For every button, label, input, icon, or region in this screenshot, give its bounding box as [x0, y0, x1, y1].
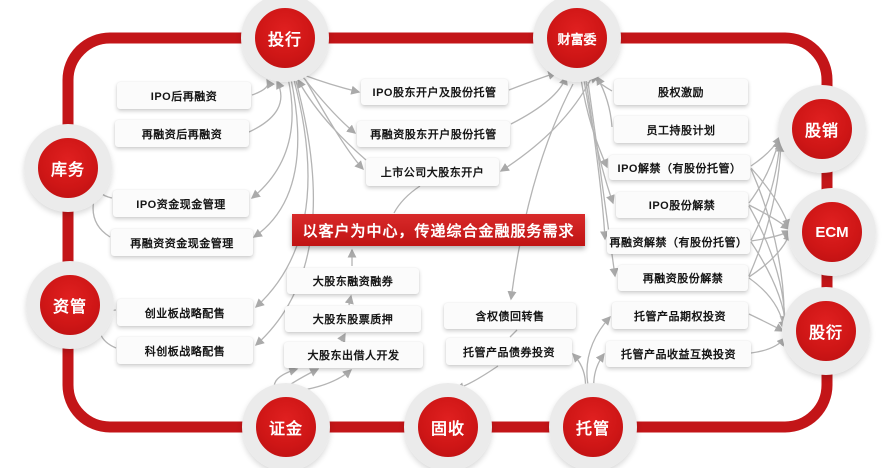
service-box: IPO股份解禁: [616, 192, 748, 218]
service-box: IPO解禁（有股份托管）: [609, 155, 750, 180]
node-custody: 托管: [549, 383, 637, 468]
service-box: 大股东股票质押: [285, 306, 421, 332]
node-ecm: ECM: [788, 188, 876, 276]
service-box: IPO股东开户及股份托管: [361, 79, 508, 105]
service-box: 创业板战略配售: [117, 299, 253, 326]
service-box: 上市公司大股东开户: [366, 158, 499, 186]
service-box: 含权债回转售: [444, 303, 576, 329]
service-box: 再融资后再融资: [115, 120, 249, 147]
service-box: 托管产品期权投资: [612, 302, 748, 329]
connector-arrows: [89, 70, 792, 393]
service-box: 大股东出借人开发: [284, 342, 423, 368]
service-box: 托管产品收益互换投资: [606, 341, 751, 367]
node-treasury: 库务: [24, 124, 112, 212]
node-fixed-income: 固收: [404, 383, 492, 468]
center-banner: 以客户为中心，传递综合金融服务需求: [292, 214, 585, 246]
service-box: 再融资股份解禁: [618, 265, 748, 291]
service-box: 科创板战略配售: [117, 337, 253, 364]
node-wealth-committee: 财富委: [533, 0, 621, 82]
service-box: 大股东融资融券: [287, 268, 419, 294]
service-box: IPO资金现金管理: [113, 190, 249, 217]
service-box: 托管产品债券投资: [446, 338, 572, 365]
service-box: 再融资解禁（有股份托管）: [607, 229, 750, 254]
node-asset-management: 资管: [26, 261, 114, 349]
service-box: IPO后再融资: [117, 82, 251, 109]
service-box: 再融资资金现金管理: [111, 229, 253, 256]
service-box: 再融资股东开户股份托管: [357, 121, 510, 147]
node-securities-finance: 证金: [242, 383, 330, 468]
node-equity-derivatives: 股衍: [782, 287, 870, 375]
node-equity-sales: 股销: [778, 85, 866, 173]
service-box: 股权激励: [614, 79, 748, 105]
service-box: 员工持股计划: [614, 116, 748, 143]
